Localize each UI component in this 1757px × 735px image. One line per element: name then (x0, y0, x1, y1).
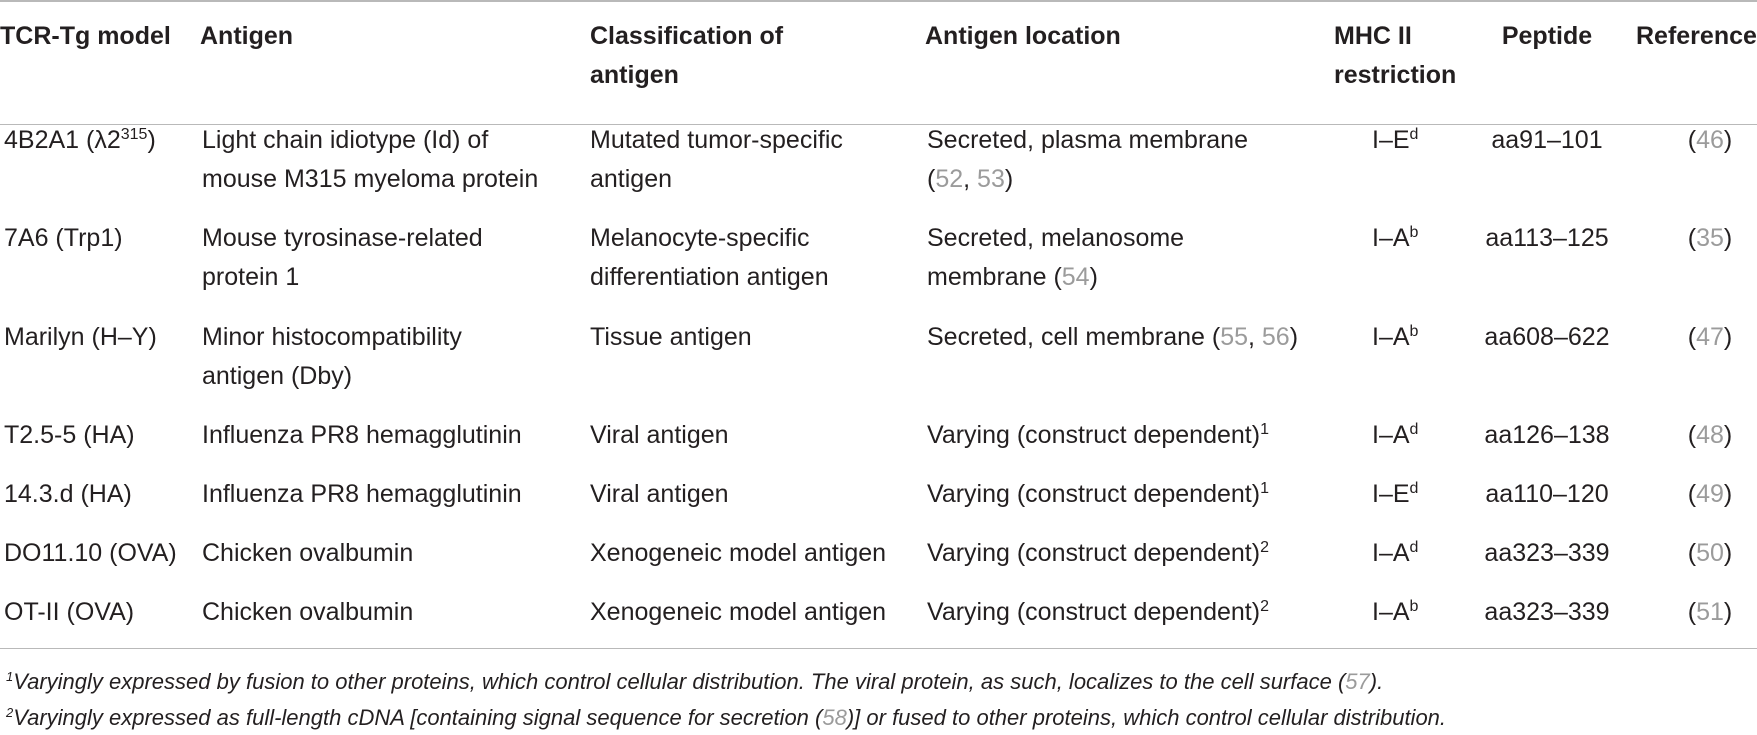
header-antigen-location: Antigen location (925, 22, 1121, 50)
citation-link[interactable]: 58 (822, 705, 847, 730)
cell-mhc: I–Ab (1372, 323, 1419, 351)
cell-location: Varying (construct dependent)1 (927, 480, 1269, 508)
cell-model: OT-II (OVA) (4, 598, 135, 626)
citation-link[interactable]: 56 (1261, 323, 1290, 351)
footnote-marker: 2 (1260, 539, 1269, 556)
citation-link[interactable]: 53 (977, 165, 1005, 193)
citation-link[interactable]: 35 (1696, 224, 1724, 252)
cell-model: DO11.10 (OVA) (4, 539, 177, 567)
cell-classification: Xenogeneic model antigen (590, 598, 887, 626)
citation-link[interactable]: 51 (1696, 598, 1724, 626)
header-antigen: Antigen (200, 22, 294, 50)
cell-reference: (46) (1687, 126, 1733, 154)
header-mhc-line2: restriction (1334, 61, 1457, 89)
cell-classification: Viral antigen (590, 421, 729, 449)
citation-link[interactable]: 46 (1696, 126, 1724, 154)
footnote-2: 2Varyingly expressed as full-length cDNA… (6, 705, 1447, 730)
cell-model: 14.3.d (HA) (4, 480, 132, 508)
citation-link[interactable]: 55 (1220, 323, 1248, 351)
footnote-marker: 2 (6, 705, 14, 720)
cell-classification: Viral antigen (590, 480, 729, 508)
header-peptide: Peptide (1501, 22, 1593, 50)
cell-classification: Xenogeneic model antigen (590, 539, 887, 567)
footnote-marker: 1 (6, 669, 14, 684)
cell-antigen: Chicken ovalbumin (202, 539, 414, 567)
cell-reference: (49) (1687, 480, 1733, 508)
cell-location: Secreted, cell membrane (55, 56) (927, 323, 1299, 351)
header-rule (0, 124, 1757, 125)
cell-model: Marilyn (H–Y) (4, 323, 157, 351)
footnote-marker: 1 (1260, 480, 1269, 497)
cell-location: Varying (construct dependent)2 (927, 598, 1269, 626)
cell-peptide: aa323–339 (1484, 598, 1610, 626)
cell-location: Varying (construct dependent)1 (927, 421, 1269, 449)
citation-link[interactable]: 54 (1061, 263, 1090, 291)
cell-antigen: Influenza PR8 hemagglutinin (202, 480, 522, 508)
cell-mhc: I–Ab (1372, 224, 1419, 252)
cell-reference: (35) (1687, 224, 1733, 252)
cell-mhc: I–Ad (1372, 421, 1419, 449)
citation-link[interactable]: 49 (1696, 480, 1724, 508)
header-tcr-tg-model: TCR-Tg model (0, 22, 171, 50)
cell-peptide: aa110–120 (1485, 480, 1609, 508)
header-classification-line2: antigen (590, 61, 679, 89)
cell-classification: Tissue antigen (590, 323, 752, 351)
cell-reference: (50) (1687, 539, 1733, 567)
cell-mhc: I–Ed (1372, 126, 1419, 154)
cell-reference: (48) (1687, 421, 1733, 449)
cell-antigen: Chicken ovalbumin (202, 598, 414, 626)
header-mhc-ii-restriction: MHC II restriction (1334, 17, 1456, 95)
cell-model: T2.5-5 (HA) (4, 421, 135, 449)
cell-model: 7A6 (Trp1) (4, 224, 123, 252)
cell-mhc: I–Ed (1372, 480, 1419, 508)
header-classification-line1: Classification of (590, 22, 784, 50)
header-reference: Reference (1636, 22, 1757, 50)
cell-mhc: I–Ab (1372, 598, 1419, 626)
citation-link[interactable]: 47 (1696, 323, 1724, 351)
citation-link[interactable]: 50 (1696, 539, 1724, 567)
model-superscript: 315 (120, 126, 148, 143)
bottom-rule (0, 648, 1757, 649)
citation-link[interactable]: 52 (935, 165, 964, 193)
top-rule (0, 0, 1757, 2)
footnote-marker: 2 (1260, 598, 1269, 615)
citation-link[interactable]: 48 (1696, 421, 1724, 449)
cell-antigen: Influenza PR8 hemagglutinin (202, 421, 522, 449)
cell-peptide: aa91–101 (1491, 126, 1603, 154)
cell-peptide: aa608–622 (1484, 323, 1610, 351)
footnote-1: 1Varyingly expressed by fusion to other … (6, 669, 1384, 694)
cell-model: 4B2A1 (λ2315) (4, 126, 156, 154)
cell-reference: (51) (1687, 598, 1733, 626)
cell-mhc: I–Ad (1372, 539, 1419, 567)
header-mhc-line1: MHC II (1334, 22, 1412, 50)
cell-peptide: aa323–339 (1484, 539, 1610, 567)
header-classification: Classification of antigen (590, 17, 783, 95)
footnote-marker: 1 (1260, 421, 1269, 438)
cell-location: Varying (construct dependent)2 (927, 539, 1269, 567)
cell-peptide: aa113–125 (1485, 224, 1609, 252)
cell-location: Secreted, plasma membrane(52, 53) (927, 126, 1248, 193)
cell-peptide: aa126–138 (1484, 421, 1610, 449)
citation-link[interactable]: 57 (1345, 669, 1370, 694)
cell-reference: (47) (1687, 323, 1733, 351)
